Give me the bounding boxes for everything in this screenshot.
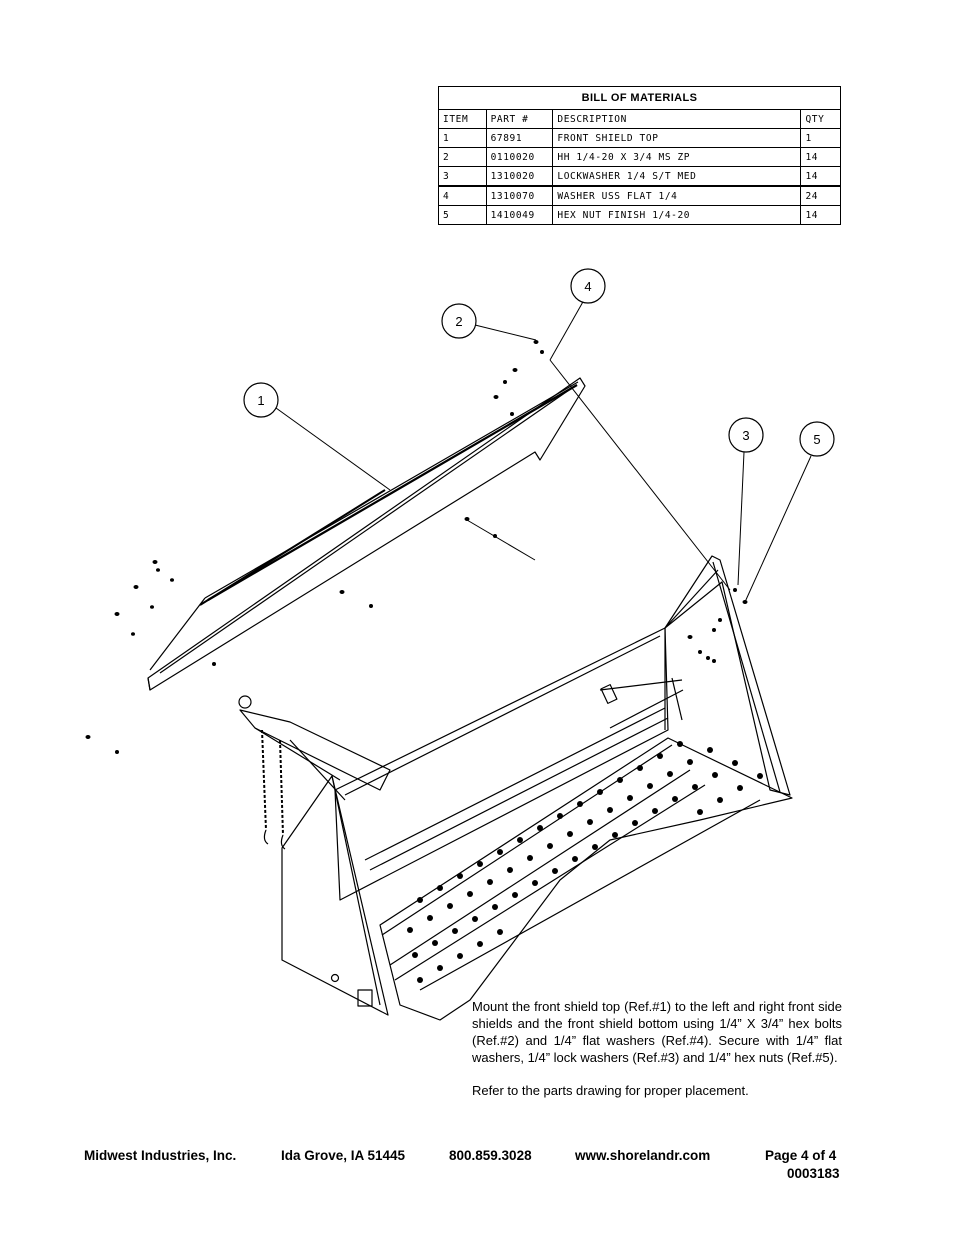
bom-description: FRONT SHIELD TOP [552,128,802,148]
bom-description: HEX NUT FINISH 1/4-20 [552,205,802,225]
bill-of-materials-table: BILL OF MATERIALS ITEM PART # DESCRIPTIO… [438,86,841,225]
bom-header-qty: QTY [800,109,841,129]
bom-header-item: ITEM [438,109,487,129]
bom-title: BILL OF MATERIALS [438,86,841,110]
table-row: 5 1410049 HEX NUT FINISH 1/4-20 14 [438,205,841,225]
floor-holes [407,741,763,983]
bom-description: HH 1/4-20 X 3/4 MS ZP [552,147,802,167]
left-side-shield [281,775,389,1016]
callout-bubble-3 [728,417,764,453]
callout-bubble-4 [570,268,606,304]
callout-bubbles [243,268,835,457]
table-row: 2 0110020 HH 1/4-20 X 3/4 MS ZP 14 [438,147,841,167]
callout-label-5: 5 [813,432,820,447]
bom-item: 1 [438,128,487,148]
bom-item: 4 [438,185,487,206]
footer-phone: 800.859.3028 [449,1148,532,1163]
exploded-assembly-drawing: 1 2 3 4 5 [85,268,835,1021]
bom-part: 1410049 [485,205,554,225]
bom-qty: 14 [800,205,841,225]
footer-city: Ida Grove, IA 51445 [281,1148,406,1163]
hopper-body [334,627,684,901]
bom-item: 2 [438,147,487,167]
perforated-floor [379,737,793,1021]
callout-label-4: 4 [584,279,591,294]
footer-document-number: 0003183 [787,1166,840,1181]
bom-item: 3 [438,166,487,187]
bom-part: 0110020 [485,147,554,167]
bom-description: WASHER USS FLAT 1/4 [552,185,802,206]
footer-page-number: Page 4 of 4 [765,1148,837,1163]
bom-qty: 1 [800,128,841,148]
bom-header-part: PART # [485,109,554,129]
table-row: 3 1310020 LOCKWASHER 1/4 S/T MED 14 [438,166,841,187]
bom-header-description: DESCRIPTION [552,109,802,129]
table-row: 4 1310070 WASHER USS FLAT 1/4 24 [438,185,841,206]
hitch-tongue [238,695,391,850]
callout-bubble-1 [243,382,279,418]
bom-part: 1310020 [485,166,554,187]
bom-part: 1310070 [485,185,554,206]
bom-qty: 24 [800,185,841,206]
callout-leaders [275,299,812,603]
callout-bubble-5 [799,421,835,457]
callout-label-1: 1 [257,393,264,408]
callout-label-2: 2 [455,314,462,329]
callout-bubble-2 [441,303,477,339]
bom-description: LOCKWASHER 1/4 S/T MED [552,166,802,187]
instruction-note: Refer to the parts drawing for proper pl… [472,1083,749,1098]
table-row: 1 67891 FRONT SHIELD TOP 1 [438,128,841,148]
front-shield-top-part [147,377,586,691]
footer-website: www.shorelandr.com [575,1148,711,1163]
assembly-instructions: Mount the front shield top (Ref.#1) to t… [472,998,842,1099]
bom-qty: 14 [800,147,841,167]
bom-qty: 14 [800,166,841,187]
bom-part: 67891 [485,128,554,148]
footer-company: Midwest Industries, Inc. [84,1148,237,1163]
bom-item: 5 [438,205,487,225]
bom-header-row: ITEM PART # DESCRIPTION QTY [438,109,841,129]
callout-label-3: 3 [742,428,749,443]
right-side-shield [664,555,791,796]
instruction-paragraph: Mount the front shield top (Ref.#1) to t… [472,999,842,1065]
hardware-parts [85,340,748,754]
